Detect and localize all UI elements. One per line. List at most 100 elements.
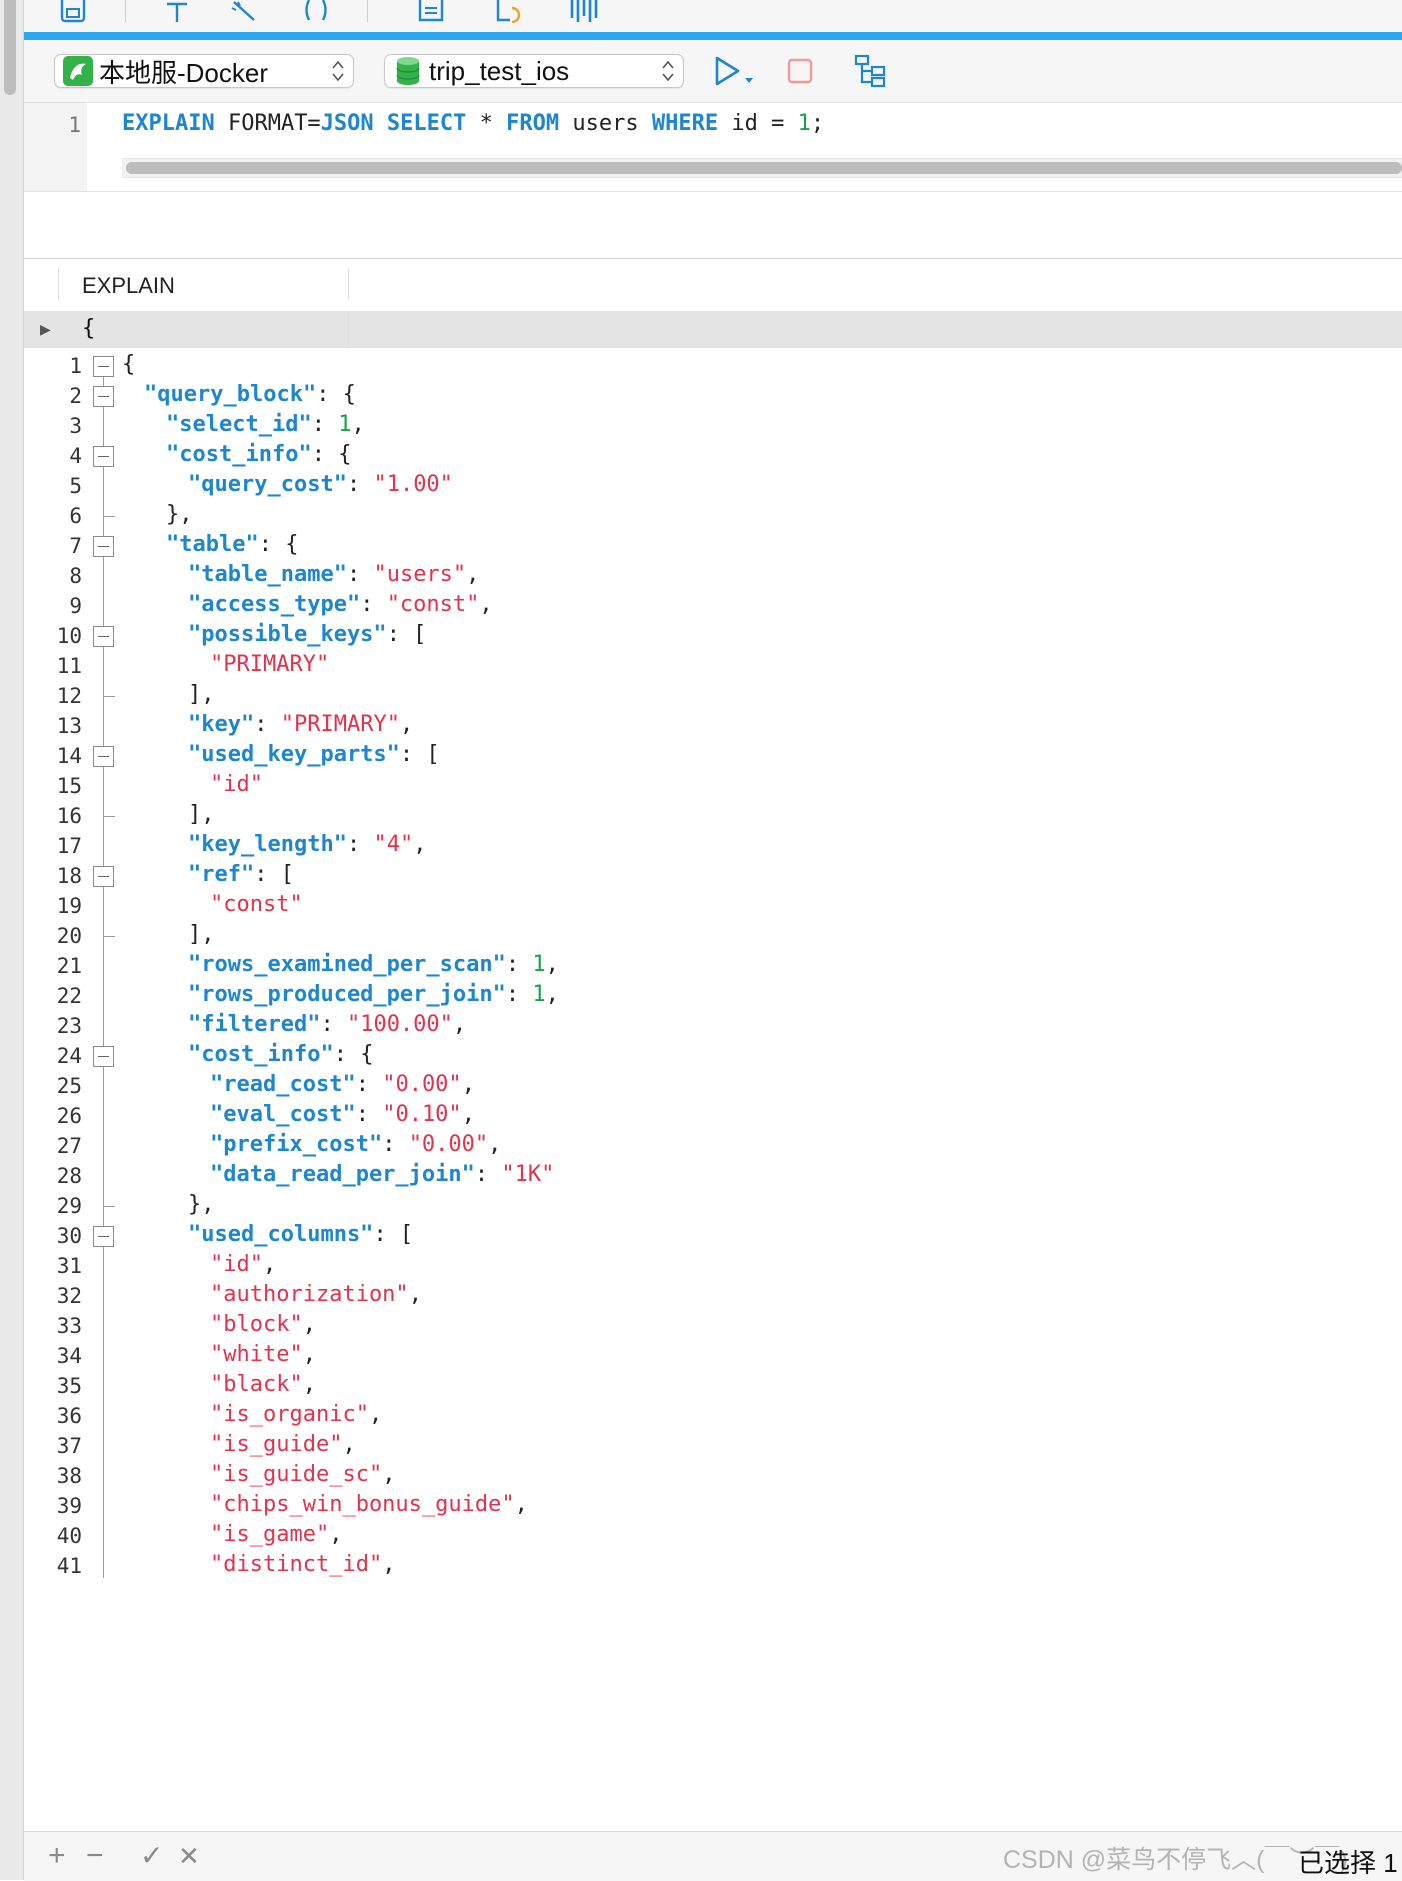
run-icon[interactable] — [712, 54, 758, 88]
pin-icon[interactable] — [164, 0, 190, 24]
json-line[interactable]: 2"query_block": { — [24, 378, 1402, 414]
fold-collapse-icon[interactable] — [93, 1226, 114, 1247]
json-line[interactable]: 9"access_type": "const", — [24, 588, 1402, 624]
save-icon[interactable] — [58, 0, 88, 24]
brackets-icon[interactable] — [301, 0, 331, 24]
document-icon[interactable] — [416, 0, 446, 24]
json-code: "used_key_parts": [ — [188, 742, 440, 767]
json-line[interactable]: 13"key": "PRIMARY", — [24, 708, 1402, 744]
json-code: "black", — [210, 1372, 316, 1397]
json-line[interactable]: 32"authorization", — [24, 1278, 1402, 1314]
json-line[interactable]: 18"ref": [ — [24, 858, 1402, 894]
json-line[interactable]: 20], — [24, 918, 1402, 954]
json-line[interactable]: 33"block", — [24, 1308, 1402, 1344]
json-line[interactable]: 24"cost_info": { — [24, 1038, 1402, 1074]
json-line[interactable]: 29}, — [24, 1188, 1402, 1224]
editor-scrollbar-thumb[interactable] — [126, 162, 1402, 174]
json-line-number: 15 — [56, 774, 82, 798]
fold-collapse-icon[interactable] — [93, 866, 114, 887]
explain-tree-icon[interactable] — [854, 54, 890, 88]
json-line-number: 33 — [56, 1314, 82, 1338]
stop-icon[interactable] — [786, 57, 814, 85]
fold-guide-line — [103, 708, 104, 738]
fold-collapse-icon[interactable] — [93, 626, 114, 647]
json-line[interactable]: 36"is_organic", — [24, 1398, 1402, 1434]
json-line[interactable]: 5"query_cost": "1.00" — [24, 468, 1402, 504]
json-viewer[interactable]: 1{2"query_block": {3"select_id": 1,4"cos… — [24, 348, 1402, 1831]
json-code: "distinct_id", — [210, 1552, 395, 1577]
json-line[interactable]: 39"chips_win_bonus_guide", — [24, 1488, 1402, 1524]
delete-row-button[interactable]: − — [86, 1839, 104, 1872]
json-line[interactable]: 16], — [24, 798, 1402, 834]
apply-changes-button[interactable]: ✓ — [140, 1840, 164, 1871]
json-line[interactable]: 14"used_key_parts": [ — [24, 738, 1402, 774]
json-line[interactable]: 22"rows_produced_per_join": 1, — [24, 978, 1402, 1014]
fold-collapse-icon[interactable] — [93, 386, 114, 407]
fold-guide-line — [103, 1008, 104, 1038]
connection-select[interactable]: 本地服-Docker — [54, 54, 354, 88]
json-line[interactable]: 38"is_guide_sc", — [24, 1458, 1402, 1494]
row-selected-marker-icon: ▶ — [40, 321, 51, 337]
json-line[interactable]: 15"id" — [24, 768, 1402, 804]
json-line[interactable]: 8"table_name": "users", — [24, 558, 1402, 594]
json-line-number: 27 — [56, 1134, 82, 1158]
json-line[interactable]: 28"data_read_per_join": "1K" — [24, 1158, 1402, 1194]
json-line-number: 1 — [69, 354, 82, 378]
fold-collapse-icon[interactable] — [93, 536, 114, 557]
json-line[interactable]: 35"black", — [24, 1368, 1402, 1404]
json-code: "cost_info": { — [188, 1042, 373, 1067]
json-line[interactable]: 41"distinct_id", — [24, 1548, 1402, 1584]
json-line[interactable]: 30"used_columns": [ — [24, 1218, 1402, 1254]
result-divider[interactable] — [24, 258, 1402, 259]
json-line[interactable]: 17"key_length": "4", — [24, 828, 1402, 864]
json-line[interactable]: 25"read_cost": "0.00", — [24, 1068, 1402, 1104]
json-line[interactable]: 7"table": { — [24, 528, 1402, 564]
result-row-selected[interactable]: ▶ { — [24, 312, 1402, 349]
json-line[interactable]: 12], — [24, 678, 1402, 714]
add-row-button[interactable]: + — [48, 1839, 66, 1872]
discard-changes-button[interactable]: ✕ — [178, 1841, 200, 1871]
json-line-number: 25 — [56, 1074, 82, 1098]
fold-collapse-icon[interactable] — [93, 746, 114, 767]
json-line[interactable]: 34"white", — [24, 1338, 1402, 1374]
json-code: "PRIMARY" — [210, 652, 329, 677]
json-line[interactable]: 37"is_guide", — [24, 1428, 1402, 1464]
fold-collapse-icon[interactable] — [93, 446, 114, 467]
database-select[interactable]: trip_test_ios — [384, 54, 684, 88]
column-separator[interactable] — [348, 269, 349, 299]
json-line[interactable]: 3"select_id": 1, — [24, 408, 1402, 444]
editor-horizontal-scrollbar[interactable] — [122, 158, 1402, 178]
fold-guide-line — [103, 498, 104, 528]
json-line[interactable]: 11"PRIMARY" — [24, 648, 1402, 684]
json-line[interactable]: 10"possible_keys": [ — [24, 618, 1402, 654]
sql-editor[interactable]: 1 EXPLAIN FORMAT=JSON SELECT * FROM user… — [24, 103, 1402, 191]
json-line-number: 26 — [56, 1104, 82, 1128]
json-line[interactable]: 21"rows_examined_per_scan": 1, — [24, 948, 1402, 984]
json-code: "key_length": "4", — [188, 832, 426, 857]
result-cell-explain[interactable]: { — [82, 316, 96, 341]
json-line[interactable]: 40"is_game", — [24, 1518, 1402, 1554]
json-line[interactable]: 31"id", — [24, 1248, 1402, 1284]
fold-collapse-icon[interactable] — [93, 1046, 114, 1067]
waveform-icon[interactable] — [568, 0, 602, 24]
fold-end-marker — [103, 696, 115, 697]
refresh-doc-icon[interactable] — [494, 0, 528, 24]
column-header-explain[interactable]: EXPLAIN — [82, 273, 175, 298]
json-line[interactable]: 6}, — [24, 498, 1402, 534]
json-line[interactable]: 26"eval_cost": "0.10", — [24, 1098, 1402, 1134]
json-line[interactable]: 27"prefix_cost": "0.00", — [24, 1128, 1402, 1164]
left-scrollbar-thumb[interactable] — [4, 0, 16, 95]
sql-code-line[interactable]: EXPLAIN FORMAT=JSON SELECT * FROM users … — [122, 111, 824, 136]
wand-icon[interactable] — [230, 0, 260, 24]
json-code: "cost_info": { — [166, 442, 351, 467]
json-token: , — [466, 562, 480, 587]
fold-guide-line — [103, 888, 104, 918]
json-token: "block" — [210, 1312, 303, 1337]
json-line[interactable]: 19"const" — [24, 888, 1402, 924]
sql-token: FORMAT= — [214, 111, 321, 136]
json-line[interactable]: 23"filtered": "100.00", — [24, 1008, 1402, 1044]
json-line[interactable]: 1{ — [24, 348, 1402, 384]
json-line[interactable]: 4"cost_info": { — [24, 438, 1402, 474]
fold-collapse-icon[interactable] — [93, 356, 114, 377]
json-code: "is_guide", — [210, 1432, 356, 1457]
